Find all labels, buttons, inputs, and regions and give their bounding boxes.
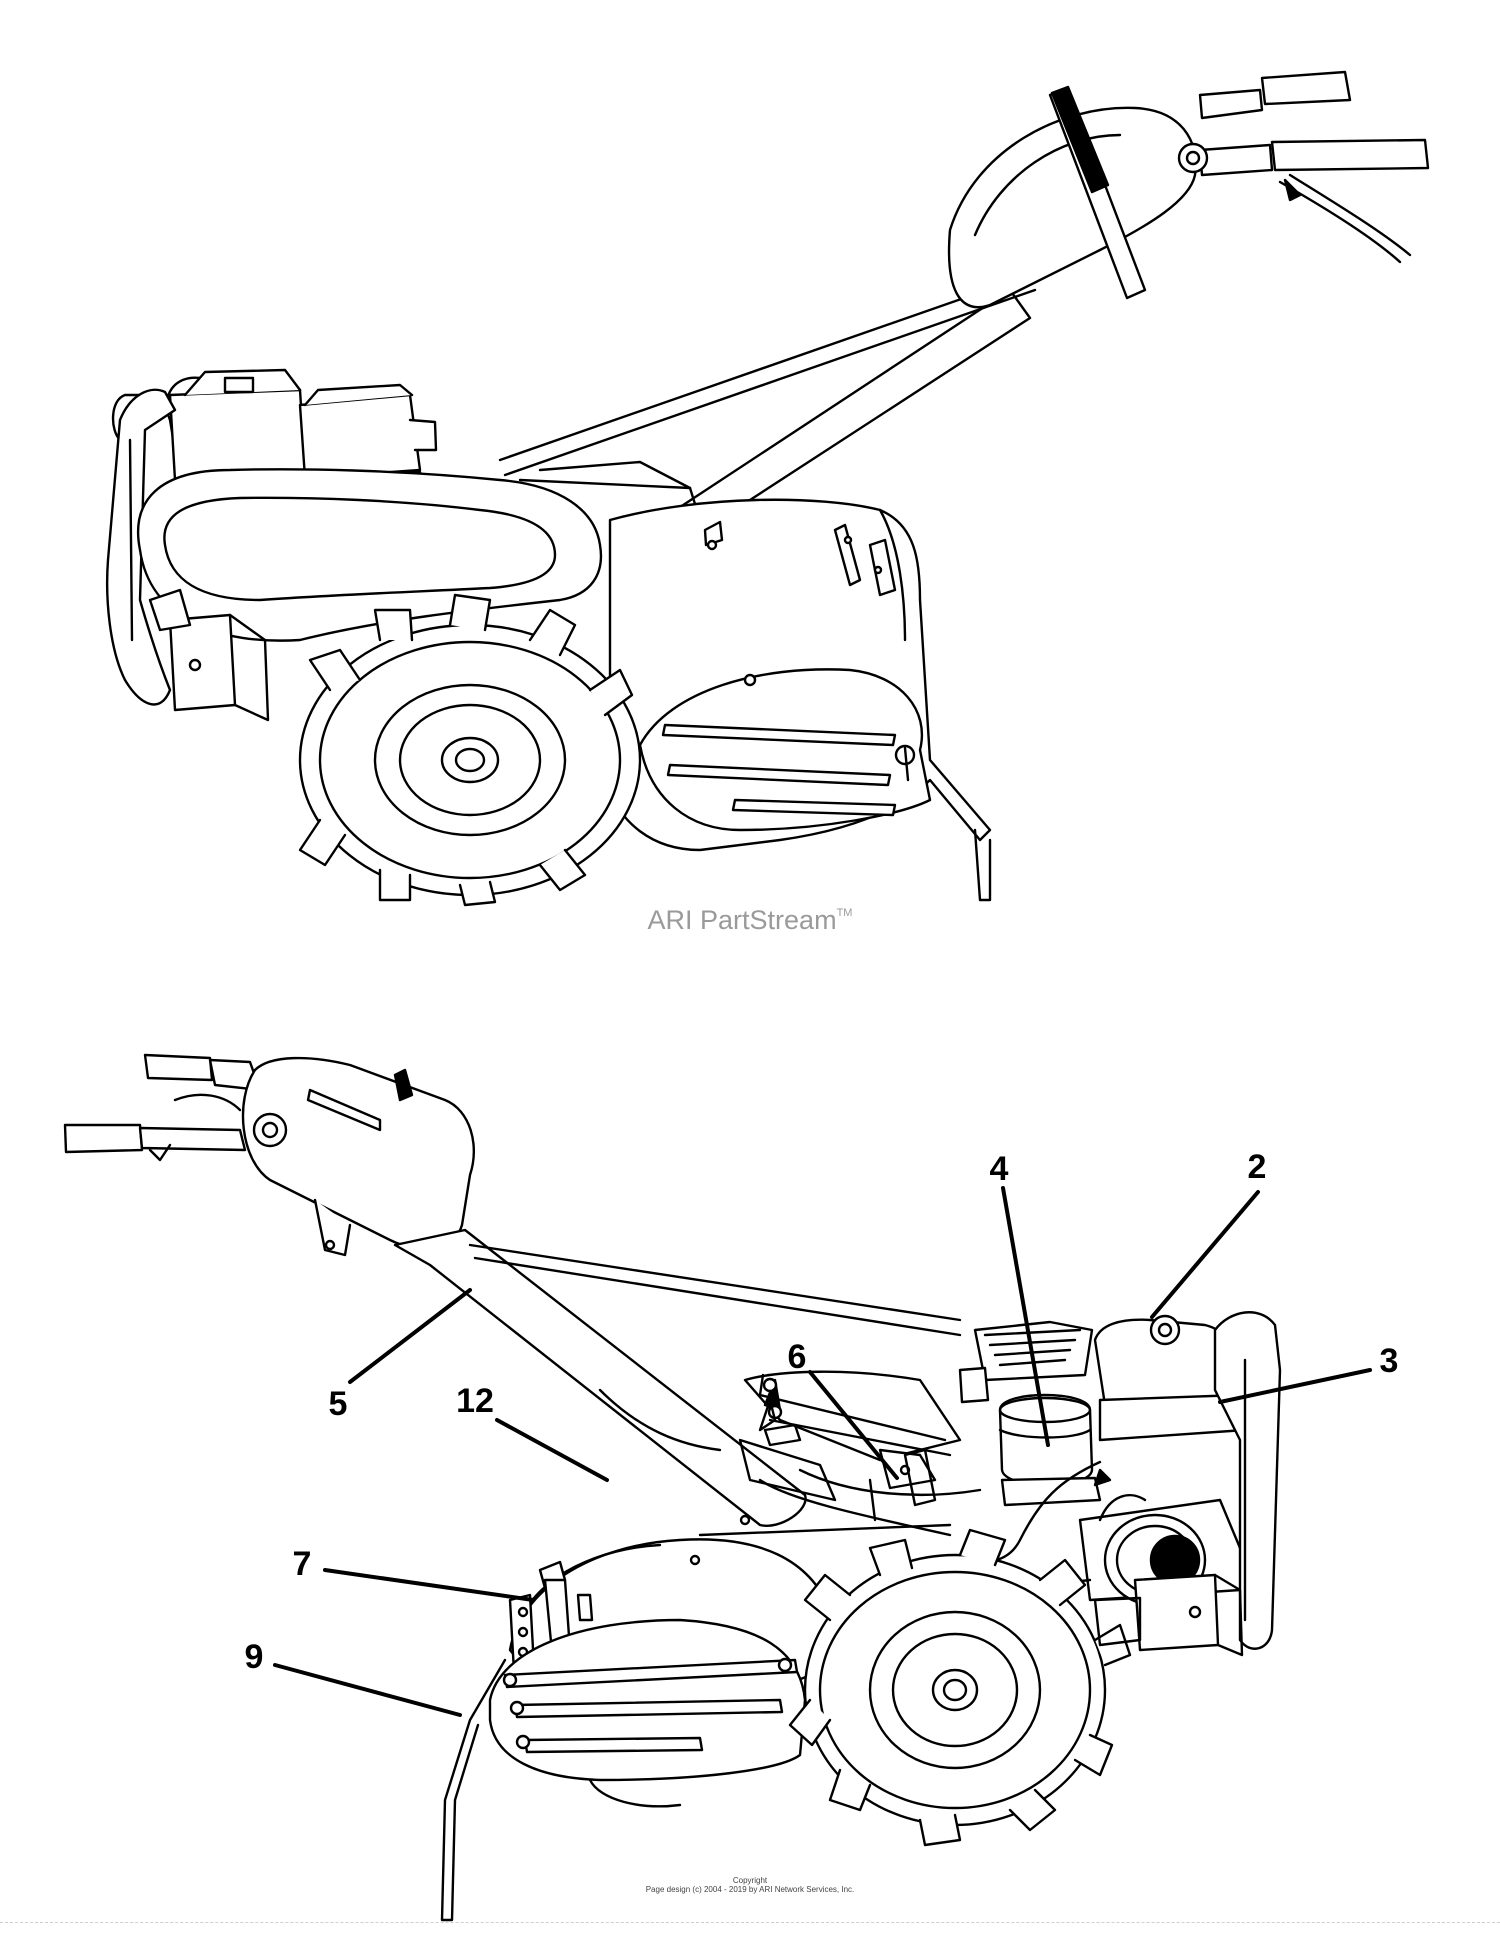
callout-7: 7 xyxy=(293,1545,312,1583)
watermark: ARI PartStreamTM xyxy=(0,905,1500,936)
bottom-rear-bumper xyxy=(1213,1311,1282,1650)
bottom-tine-shield xyxy=(488,1618,807,1808)
leader-12 xyxy=(495,1418,609,1482)
leader-9 xyxy=(273,1663,462,1717)
leader-4 xyxy=(1001,1186,1050,1447)
top-handlebar xyxy=(498,70,1430,567)
callout-leaders xyxy=(273,1186,1372,1717)
callout-2: 2 xyxy=(1248,1148,1267,1186)
page-design-credit: Page design (c) 2004 - 2019 by ARI Netwo… xyxy=(645,1885,855,1894)
callout-12: 12 xyxy=(456,1382,494,1420)
watermark-trademark: TM xyxy=(836,907,853,919)
bottom-tiller-illustration xyxy=(63,1053,1282,1922)
callout-4: 4 xyxy=(990,1150,1009,1188)
watermark-text: ARI PartStream xyxy=(647,905,837,935)
callout-9: 9 xyxy=(245,1638,264,1676)
bottom-shift-linkage xyxy=(758,1423,952,1537)
leader-5 xyxy=(348,1288,472,1384)
callout-numbers: 2 3 4 5 6 7 9 12 xyxy=(245,1148,1399,1676)
callout-6: 6 xyxy=(788,1338,807,1376)
callout-5: 5 xyxy=(329,1385,348,1423)
callout-3: 3 xyxy=(1380,1342,1399,1380)
leader-3 xyxy=(1218,1368,1372,1404)
bottom-transmission xyxy=(738,1370,982,1502)
bottom-engine xyxy=(958,1314,1247,1607)
bottom-frame-bracket xyxy=(1093,1573,1244,1657)
leader-6 xyxy=(808,1370,899,1480)
footer: Copyright Page design (c) 2004 - 2019 by… xyxy=(0,1876,1500,1894)
top-frame-bracket xyxy=(148,588,270,722)
leader-2 xyxy=(1150,1190,1260,1319)
footer-divider xyxy=(0,1922,1500,1923)
top-tiller-illustration xyxy=(105,70,1430,907)
copyright-label: Copyright xyxy=(732,1876,768,1885)
top-tine-shield xyxy=(638,668,932,832)
leader-7 xyxy=(323,1568,535,1602)
top-wheel xyxy=(298,593,642,907)
bottom-handlebar xyxy=(63,1053,962,1527)
bottom-wheel xyxy=(788,1528,1132,1847)
